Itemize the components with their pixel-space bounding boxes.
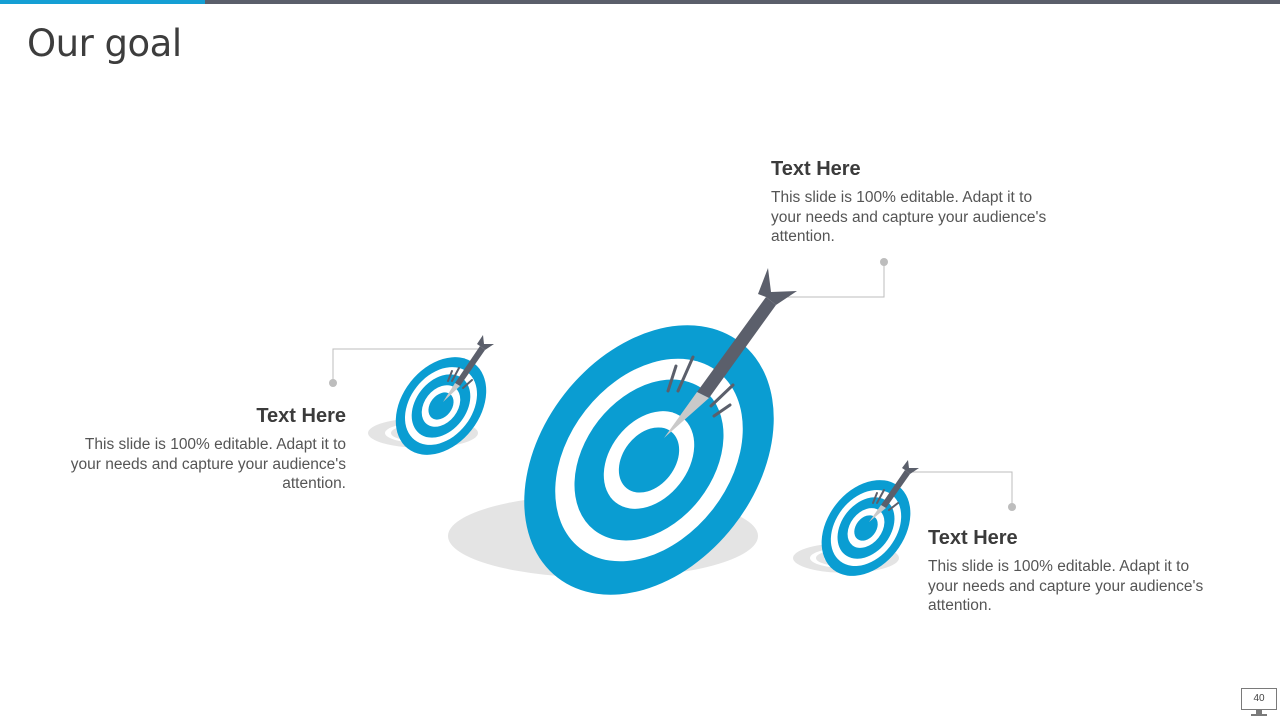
target-icon: [821, 480, 911, 576]
slide-title: Our goal: [27, 22, 182, 65]
target-icon: [395, 357, 487, 455]
text-block-top: Text Here This slide is 100% editable. A…: [771, 158, 1061, 247]
dart-icon: [664, 268, 797, 438]
connector-lines: [332, 262, 1013, 507]
page-number: 40: [1241, 688, 1277, 710]
block-body: This slide is 100% editable. Adapt it to…: [70, 436, 346, 492]
connector-dots: [329, 258, 1016, 511]
dart-icon: [869, 460, 919, 522]
dart-icon: [443, 335, 494, 402]
monitor-stand: [1256, 710, 1262, 714]
block-body: This slide is 100% editable. Adapt it to…: [928, 558, 1204, 614]
text-block-left: Text Here This slide is 100% editable. A…: [60, 405, 346, 494]
top-bar: [0, 0, 1280, 4]
text-block-right: Text Here This slide is 100% editable. A…: [928, 527, 1218, 616]
monitor-base: [1251, 714, 1267, 716]
block-heading: Text Here: [771, 158, 861, 180]
block-heading: Text Here: [256, 405, 346, 427]
block-heading: Text Here: [928, 527, 1018, 549]
block-body: This slide is 100% editable. Adapt it to…: [771, 189, 1047, 245]
top-bar-accent: [0, 0, 205, 4]
target-icon: [524, 325, 774, 595]
